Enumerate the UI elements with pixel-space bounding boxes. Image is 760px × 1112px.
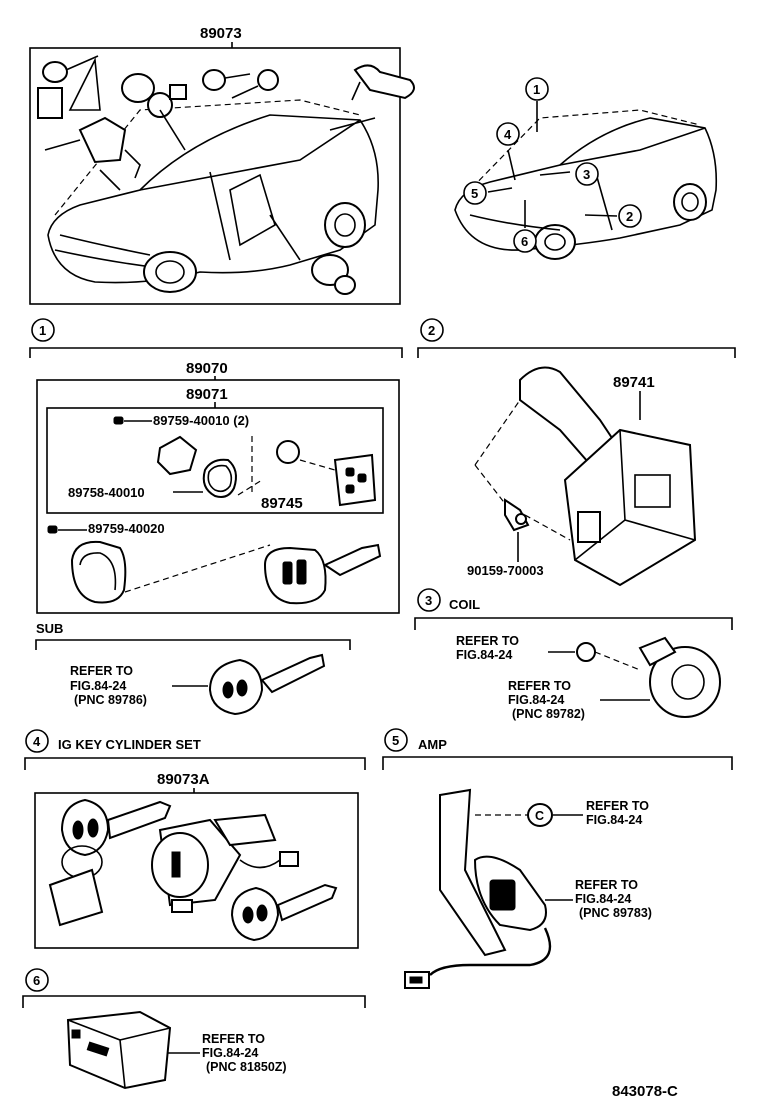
part-89073a: 89073A — [157, 771, 210, 788]
callout-circle-5: 5 — [463, 181, 487, 205]
battery-89745: 89745 — [261, 495, 303, 512]
section-3-title: COIL — [449, 597, 480, 612]
sub-label: SUB — [36, 621, 63, 636]
section-5-title: AMP — [418, 737, 447, 752]
sub-refer-line-1: REFER TO — [70, 664, 133, 678]
amp-refer-a-1: REFER TO — [586, 799, 649, 813]
coil-screw — [576, 642, 596, 662]
svg-text:2: 2 — [428, 323, 435, 338]
coil-refer-a-2: FIG.84-24 — [456, 648, 512, 662]
car-illustration-right — [454, 109, 718, 260]
section-4-title: IG KEY CYLINDER SET — [58, 737, 201, 752]
bolt-90159 — [504, 498, 530, 532]
key-with-buttons — [263, 546, 327, 605]
svg-text:4: 4 — [504, 127, 512, 142]
svg-text:4: 4 — [33, 734, 41, 749]
section-5-header: 5 AMP — [382, 728, 733, 770]
coil-refer-b-3: (PNC 89782) — [512, 707, 585, 721]
callout-circle-3: 3 — [575, 162, 599, 186]
svg-text:6: 6 — [33, 973, 40, 988]
svg-text:1: 1 — [39, 323, 46, 338]
transmitter-board — [333, 453, 377, 507]
amp-refer-b-1: REFER TO — [575, 878, 638, 892]
section-2-header: 2 — [417, 318, 736, 358]
sub-assembly-89071: 89071 — [186, 386, 228, 403]
callout-leaders — [487, 101, 618, 228]
section-4-header: 4 IG KEY CYLINDER SET — [24, 729, 366, 770]
battery-cell — [276, 440, 300, 464]
ig-key-2 — [230, 883, 338, 942]
transponder-coil — [638, 636, 721, 718]
coil-refer-b-2: FIG.84-24 — [508, 693, 564, 707]
key-head-cover — [70, 540, 127, 604]
figure-code: 843078-C — [612, 1083, 678, 1100]
svg-text:3: 3 — [583, 167, 590, 182]
callout-circle-6: 6 — [513, 229, 537, 253]
svg-text:C: C — [535, 809, 544, 823]
svg-text:1: 1 — [533, 82, 540, 97]
callout-circle-2: 2 — [618, 204, 642, 228]
ig-key-1 — [48, 798, 172, 927]
case-89758-40010: 89758-40010 — [68, 485, 145, 500]
amp-refer-a-2: FIG.84-24 — [586, 813, 642, 827]
amp-refer-b-3: (PNC 89783) — [579, 906, 652, 920]
screw-89759-40010: 89759-40010 (2) — [153, 413, 249, 428]
section-1-header: 1 — [29, 318, 403, 358]
section-3-header: 3 COIL — [414, 588, 733, 630]
key-set-icons-top — [37, 55, 415, 295]
section-6-header: 6 — [22, 968, 366, 1008]
screw-89759-40020: 89759-40020 — [88, 521, 165, 536]
assembly-89070: 89070 — [186, 360, 228, 377]
section-1-frame — [36, 379, 400, 614]
wire-harness — [519, 366, 622, 472]
car-illustration-left — [47, 99, 379, 293]
sub-refer-line-2: FIG.84-24 — [70, 679, 126, 693]
top-left-frame — [29, 47, 401, 305]
svg-text:3: 3 — [425, 593, 432, 608]
coil-refer-b-1: REFER TO — [508, 679, 571, 693]
amp-connector-wire — [404, 927, 552, 989]
battery-cover — [156, 435, 198, 476]
relay-module — [66, 1010, 172, 1090]
relay-refer-3: (PNC 81850Z) — [206, 1060, 287, 1074]
callout-circle-4: 4 — [496, 122, 520, 146]
sub-key — [208, 653, 326, 716]
sub-refer-line-3: (PNC 89786) — [74, 693, 147, 707]
top-part-number: 89073 — [200, 25, 242, 42]
ecu-89741: 89741 — [613, 374, 655, 391]
svg-text:5: 5 — [392, 733, 399, 748]
relay-refer-2: FIG.84-24 — [202, 1046, 258, 1060]
coil-refer-a-1: REFER TO — [456, 634, 519, 648]
bolt-90159-70003: 90159-70003 — [467, 563, 544, 578]
section-1-inner-frame — [46, 407, 384, 514]
svg-text:6: 6 — [521, 234, 528, 249]
callout-circle-1: 1 — [525, 77, 549, 101]
ig-cylinder — [151, 813, 299, 913]
amp-clip: C — [527, 803, 553, 827]
relay-refer-1: REFER TO — [202, 1032, 265, 1046]
amp-bracket — [439, 788, 547, 957]
svg-text:5: 5 — [471, 186, 478, 201]
section-4-frame — [34, 792, 359, 949]
svg-text:2: 2 — [626, 209, 633, 224]
amp-refer-b-2: FIG.84-24 — [575, 892, 631, 906]
